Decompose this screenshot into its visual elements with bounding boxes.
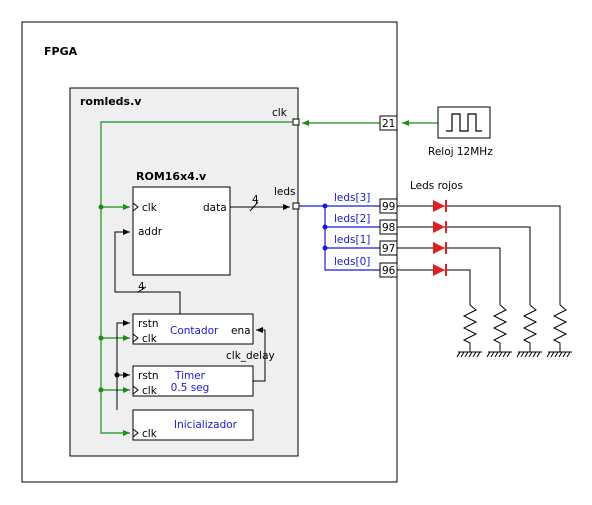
- timer-clk-label: clk: [142, 385, 158, 397]
- module-port-clk: [292, 118, 300, 126]
- module-port-leds: [292, 202, 300, 210]
- square-wave-icon: [446, 113, 482, 132]
- pin-98-label: 98: [382, 222, 395, 234]
- resistor-icon: [462, 304, 478, 352]
- rom-clk-label: clk: [142, 202, 158, 214]
- contador-ena-label: ena: [231, 325, 251, 337]
- timer-clk-edge-icon: [132, 385, 139, 395]
- led-net-2: leds[2]: [334, 213, 370, 225]
- ground-icon: [456, 351, 482, 358]
- inicializador-name: Inicializador: [174, 419, 238, 431]
- grounds: [456, 351, 572, 358]
- timer-rstn-label: rstn: [138, 370, 159, 382]
- ground-icon: [516, 351, 542, 358]
- inicializador-block: [132, 409, 254, 441]
- internal-wires: [114, 201, 290, 410]
- clock-label: Reloj 12MHz: [428, 146, 493, 158]
- led-net-0: leds[0]: [334, 256, 370, 268]
- contador-block: [132, 313, 254, 345]
- pin-21-label: 21: [382, 118, 395, 130]
- ground-icon: [486, 351, 512, 358]
- clock-generator-box: [437, 106, 491, 139]
- resistor-icon: [492, 304, 508, 352]
- inicializador-clk-edge-icon: [132, 428, 139, 438]
- pin-21-box: [379, 115, 398, 131]
- rom-title: ROM16x4.v: [136, 170, 207, 183]
- leds-title: Leds rojos: [410, 180, 463, 192]
- rom-block: [132, 186, 231, 276]
- timer-name-line2: 0.5 seg: [171, 382, 210, 394]
- module-port-clk-label: clk: [272, 107, 288, 119]
- resistor-icon: [552, 304, 568, 352]
- contador-name: Contador: [170, 325, 219, 337]
- resistors: [462, 304, 568, 352]
- led-icon: [433, 200, 447, 212]
- contador-bus-width: 4: [138, 281, 145, 293]
- led-net-3: leds[3]: [334, 192, 370, 204]
- clk-delay-label: clk_delay: [226, 350, 275, 362]
- module-title: romleds.v: [80, 95, 142, 108]
- rom-data-label: data: [203, 202, 227, 214]
- led-diodes: [433, 200, 447, 276]
- timer-name-line1: Timer: [174, 370, 206, 382]
- rstn-junction: [114, 372, 120, 378]
- rom-addr-label: addr: [138, 226, 163, 238]
- inicializador-clk-label: clk: [142, 428, 158, 440]
- contador-clk-label: clk: [142, 333, 158, 345]
- led-icon: [433, 264, 447, 276]
- pin-99-label: 99: [382, 201, 395, 213]
- module-port-leds-label: leds: [274, 186, 296, 198]
- fpga-title: FPGA: [44, 45, 78, 58]
- led-net-1: leds[1]: [334, 234, 370, 246]
- contador-clk-edge-icon: [132, 333, 139, 343]
- clock-net: [100, 120, 438, 436]
- led-outputs: [397, 205, 561, 305]
- ground-icon: [546, 351, 572, 358]
- led-icon: [433, 221, 447, 233]
- rom-clk-edge-icon: [132, 202, 139, 212]
- resistor-icon: [522, 304, 538, 352]
- pin-97-label: 97: [382, 243, 395, 255]
- contador-rstn-label: rstn: [138, 318, 159, 330]
- bus-junctions: [322, 203, 328, 251]
- clock-junctions: [98, 204, 104, 393]
- led-icon: [433, 242, 447, 254]
- pin-96-label: 96: [382, 265, 396, 277]
- rom-bus-width: 4: [252, 194, 259, 206]
